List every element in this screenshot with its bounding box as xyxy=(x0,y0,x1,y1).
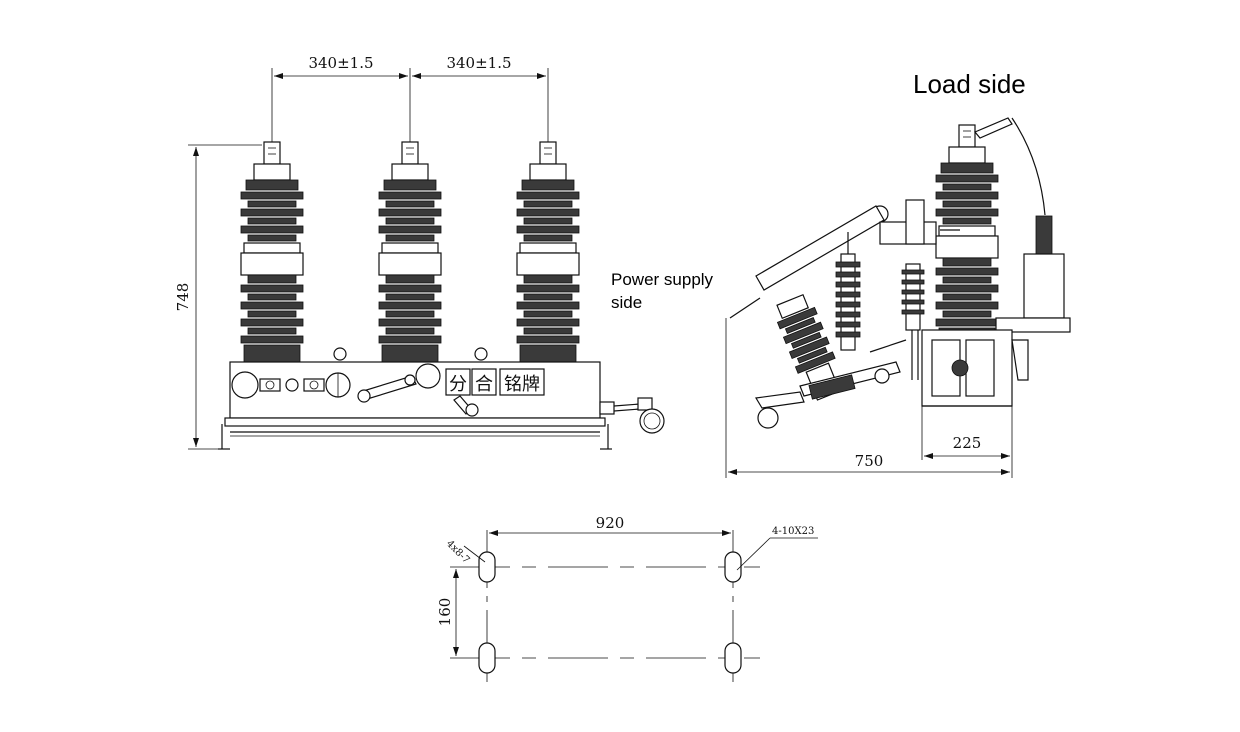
lifting-eye xyxy=(474,347,488,361)
nameplate-box xyxy=(499,368,545,396)
slot-note-left: 4x8-7 xyxy=(444,538,472,566)
insulator-pole-2 xyxy=(378,141,442,366)
mounting-slot xyxy=(478,551,496,583)
lifting-eye xyxy=(333,347,347,361)
insulator-pole-1 xyxy=(240,141,304,366)
terminal-lug xyxy=(974,117,1013,139)
mounting-slot xyxy=(724,551,742,583)
dimension-label-height: 748 xyxy=(174,283,192,312)
lead-wire xyxy=(1011,117,1046,216)
open-label: 分 xyxy=(449,374,467,395)
counter-window xyxy=(231,371,259,399)
support-insulator xyxy=(901,263,925,331)
insulator-pole-3 xyxy=(516,141,580,366)
voltage-transformer-top xyxy=(1035,215,1053,255)
surge-arrester xyxy=(835,253,861,351)
side-view: Load side Power supply side xyxy=(611,69,1071,478)
power-side-label-line2: side xyxy=(611,293,642,312)
slot-note-right: 4-10X23 xyxy=(772,526,814,537)
leader-line-left xyxy=(463,545,486,563)
dimension-label-width: 920 xyxy=(596,514,625,532)
dimension-label-spacing-right: 340±1.5 xyxy=(446,54,511,72)
status-indicator xyxy=(415,363,441,389)
close-label-box xyxy=(471,368,497,396)
hook-stick-ring xyxy=(757,407,779,429)
close-label: 合 xyxy=(475,374,493,395)
terminal-block xyxy=(303,378,325,392)
leader-line-right xyxy=(736,537,771,571)
load-side-label: Load side xyxy=(913,69,1026,99)
load-side-insulator xyxy=(935,124,999,349)
front-view: 340±1.5 340±1.5 748 xyxy=(174,54,665,450)
voltage-transformer-body xyxy=(1023,253,1065,319)
base-rail xyxy=(224,417,606,427)
disconnect-arm xyxy=(755,205,885,291)
dimension-label-spacing-left: 340±1.5 xyxy=(308,54,373,72)
open-label-box xyxy=(445,368,471,396)
pull-ring xyxy=(639,408,665,434)
dimension-label-height: 160 xyxy=(436,598,454,627)
dimension-label-base: 225 xyxy=(953,434,982,452)
dimension-label-depth: 750 xyxy=(855,452,884,470)
power-side-label-line1: Power supply xyxy=(611,270,714,289)
mounting-plan: 920 160 4x8-7 4-10X23 xyxy=(436,514,818,682)
support-bracket xyxy=(995,317,1071,333)
nameplate-label: 铭牌 xyxy=(504,374,540,395)
terminal-block xyxy=(259,378,281,392)
mounting-slot xyxy=(478,642,496,674)
mounting-slot xyxy=(724,642,742,674)
